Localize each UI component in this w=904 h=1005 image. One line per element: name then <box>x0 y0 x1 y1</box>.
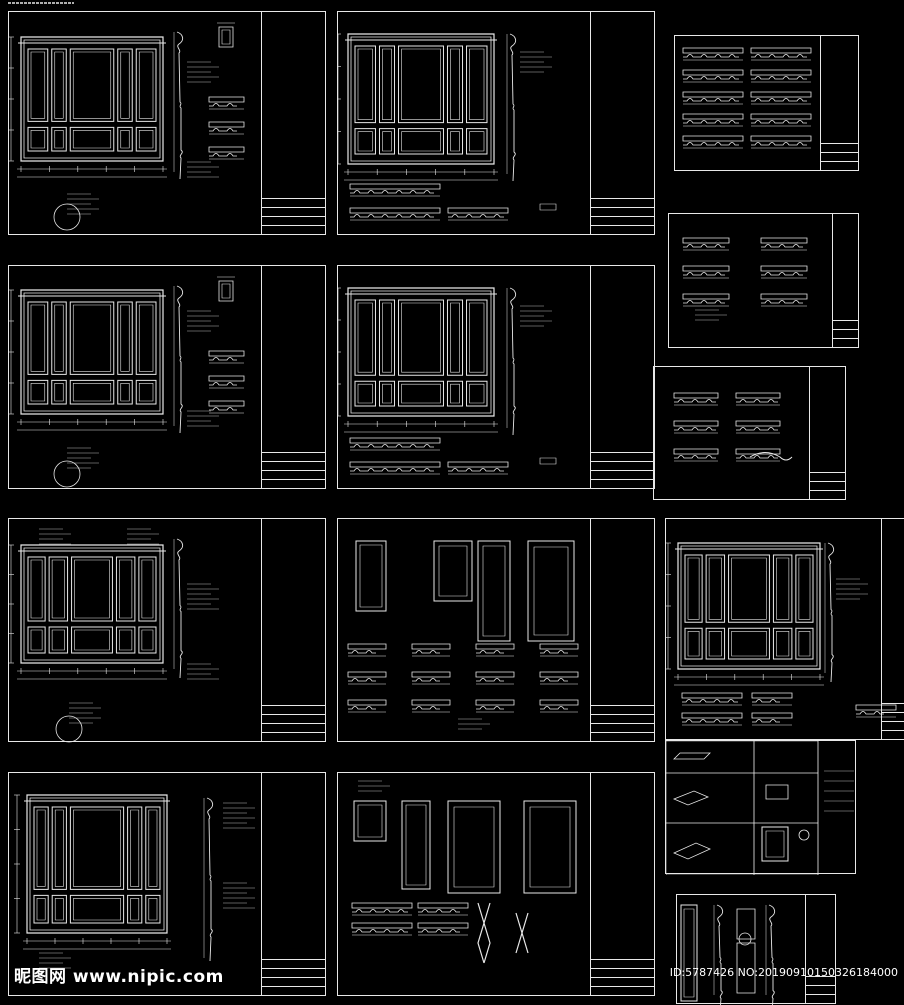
title-block <box>590 519 654 741</box>
title-block <box>590 773 654 995</box>
title-block <box>590 12 654 234</box>
header-note <box>8 2 74 4</box>
title-block <box>820 36 858 170</box>
sheet-elevation-1 <box>8 11 326 235</box>
title-block <box>261 266 325 488</box>
drawing-content <box>338 12 656 236</box>
watermark-site: 昵图网 www.nipic.com <box>14 967 224 987</box>
drawing-content <box>9 519 327 743</box>
drawing-content <box>675 36 860 172</box>
sheet-elevation-5 <box>337 11 655 235</box>
sheet-elevation-3 <box>8 518 326 742</box>
sheet-elevation-6 <box>337 265 655 489</box>
drawing-content <box>9 12 327 236</box>
sheet-column-details <box>676 894 836 1004</box>
title-block <box>261 773 325 995</box>
drawing-content <box>666 519 904 741</box>
title-block <box>261 519 325 741</box>
sheet-molding-list-1 <box>674 35 859 171</box>
drawing-content <box>338 773 656 997</box>
sheet-molding-list-2 <box>668 213 859 348</box>
sheet-elevation-4 <box>8 772 326 996</box>
drawing-content <box>338 519 656 743</box>
title-block <box>590 266 654 488</box>
sheet-carved-details <box>337 772 655 996</box>
sheet-3d-details <box>665 740 856 874</box>
drawing-content <box>9 266 327 490</box>
drawing-content <box>677 895 837 1005</box>
watermark-id: ID:5787426 NO:20190910150326184000 <box>669 966 898 979</box>
title-block <box>261 12 325 234</box>
drawing-content <box>666 741 857 875</box>
drawing-content <box>654 367 847 501</box>
drawing-content <box>338 266 656 490</box>
title-block <box>832 214 858 347</box>
drawing-content <box>669 214 860 349</box>
sheet-molding-list-3 <box>653 366 846 500</box>
title-block <box>881 519 904 739</box>
drawing-content <box>9 773 327 997</box>
sheet-elevation-2 <box>8 265 326 489</box>
sheet-elevation-7 <box>665 518 904 740</box>
sheet-panel-details <box>337 518 655 742</box>
title-block <box>809 367 845 499</box>
